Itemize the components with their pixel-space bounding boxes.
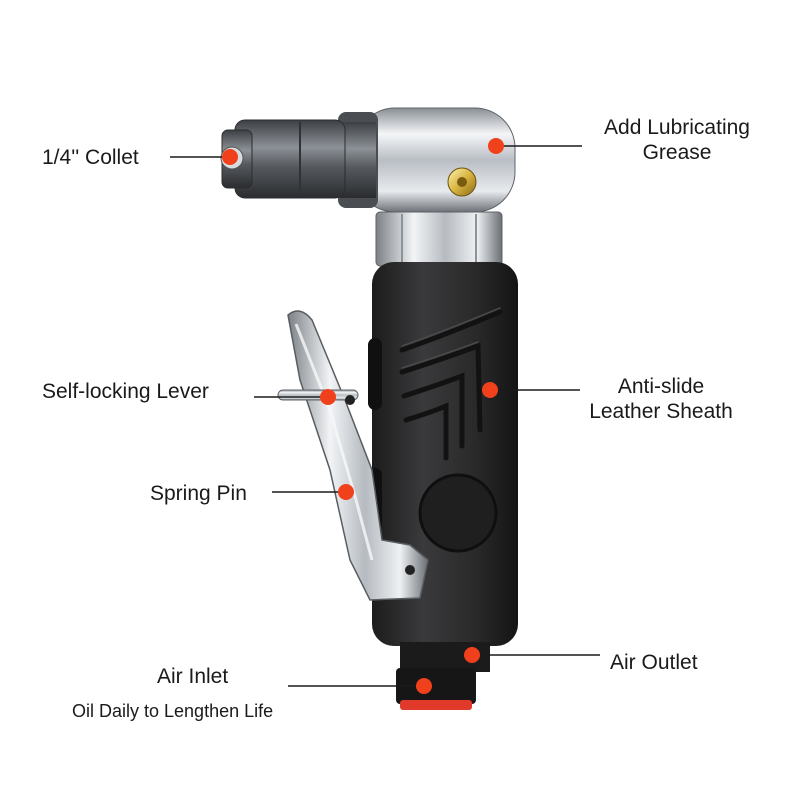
label-sheath: Anti-slide Leather Sheath <box>572 374 750 424</box>
label-outlet-text: Air Outlet <box>610 651 698 674</box>
orange-dot-marker <box>416 678 432 694</box>
label-inlet: Air Inlet <box>157 664 228 689</box>
label-sheath-line2: Leather Sheath <box>589 400 733 423</box>
label-outlet: Air Outlet <box>610 650 698 675</box>
orange-dot-marker <box>222 149 238 165</box>
orange-dot-marker <box>488 138 504 154</box>
label-inlet-note: Oil Daily to Lengthen Life <box>72 699 273 724</box>
orange-dot-marker <box>482 382 498 398</box>
label-grease-line2: Grease <box>642 141 712 164</box>
label-collet-text: 1/4'' Collet <box>42 146 139 169</box>
label-sheath-line1: Anti-slide <box>617 375 705 398</box>
orange-dot-marker <box>338 484 354 500</box>
label-inlet-text: Air Inlet <box>157 665 229 688</box>
label-spring: Spring Pin <box>150 481 247 506</box>
label-lever: Self-locking Lever <box>42 379 209 404</box>
label-lever-text: Self-locking Lever <box>42 380 209 403</box>
orange-dot-marker <box>464 647 480 663</box>
label-inlet-note-text: Oil Daily to Lengthen Life <box>72 701 274 721</box>
orange-dot-marker <box>320 389 336 405</box>
label-spring-text: Spring Pin <box>150 482 247 505</box>
label-collet: 1/4'' Collet <box>42 145 139 170</box>
label-grease: Add Lubricating Grease <box>586 115 768 165</box>
label-grease-line1: Add Lubricating <box>604 116 750 139</box>
